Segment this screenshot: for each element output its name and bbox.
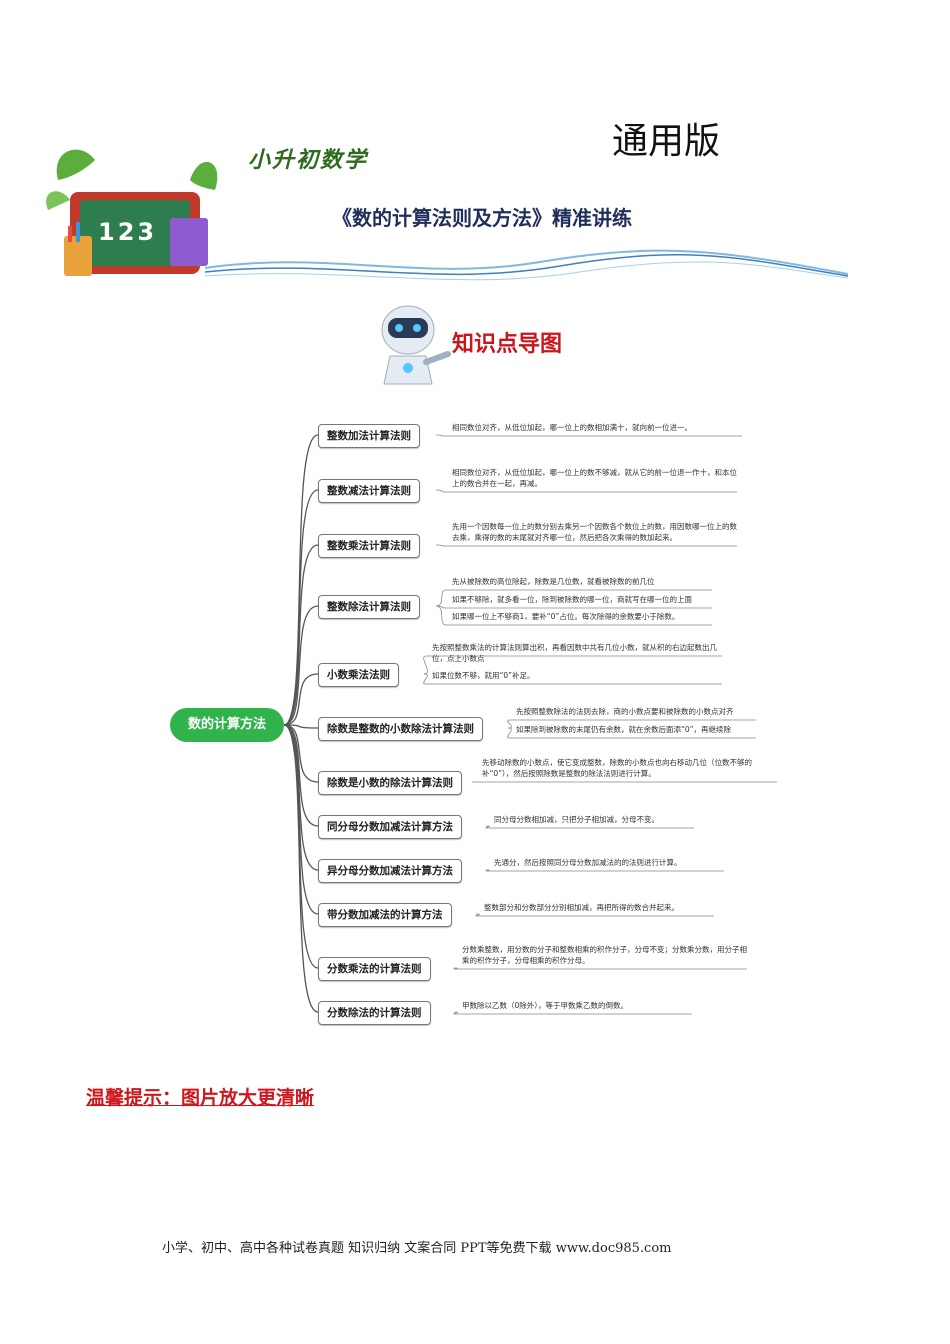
branch-note: 先从被除数的高位除起，除数是几位数，就看被除数的前几位 — [452, 577, 655, 586]
note-connector — [423, 673, 428, 685]
chalkboard-number: 123 — [98, 218, 158, 246]
robot-mascot — [381, 305, 451, 385]
note-connector — [423, 655, 428, 675]
branch-connector — [283, 724, 319, 729]
note-connector — [485, 825, 490, 829]
branch-connector — [283, 724, 319, 871]
note-connector — [435, 605, 447, 626]
branch-node: 分数乘法的计算法则 — [318, 957, 431, 981]
branch-connector — [283, 605, 319, 726]
branch-node: 小数乘法法则 — [318, 663, 399, 687]
note-connector — [435, 589, 447, 607]
branch-note: 分数乘整数，用分数的分子和整数相乘的积作分子，分母不变；分数乘分数，用分子相乘的… — [462, 945, 747, 965]
branch-connector — [283, 673, 319, 726]
branch-connector — [283, 724, 319, 827]
branch-connector — [283, 724, 319, 915]
branch-connector — [283, 724, 319, 783]
branch-node: 带分数加减法的计算方法 — [318, 903, 452, 927]
mindmap-connectors — [283, 434, 777, 1015]
branch-note: 先按照整数除法的法则去除，商的小数点要和被除数的小数点对齐 — [516, 707, 734, 716]
section-title: 知识点导图 — [452, 332, 563, 357]
branch-node: 整数除法计算法则 — [318, 595, 420, 619]
note-connector — [435, 544, 447, 547]
branch-note: 如果位数不够，就用“0”补足。 — [432, 671, 535, 680]
branch-connector — [283, 724, 319, 1013]
branch-note: 整数部分和分数部分分别相加减，再把所得的数合并起来。 — [484, 903, 679, 912]
branch-note: 先按照整数乘法的计算法则算出积，再看因数中共有几位小数，就从积的右边起数出几位，… — [432, 643, 717, 663]
branch-node: 整数乘法计算法则 — [318, 534, 420, 558]
branch-note: 先通分，然后按照同分母分数加减法的的法则进行计算。 — [494, 858, 682, 867]
edition-label: 通用版 — [612, 121, 721, 162]
branch-node: 异分母分数加减法计算方法 — [318, 859, 462, 883]
note-connector — [485, 869, 490, 872]
note-connector — [507, 727, 512, 739]
branch-note: 如果不够除，就多看一位，除到被除数的哪一位，商就写在哪一位的上面 — [452, 595, 692, 604]
branch-note: 先移动除数的小数点，使它变成整数，除数的小数点也向右移动几位（位数不够的补“0”… — [482, 758, 752, 778]
series-title: 小升初数学 — [248, 148, 369, 173]
note-connector — [435, 434, 447, 437]
branch-connector — [283, 489, 319, 726]
branch-note: 甲数除以乙数（0除外），等于甲数乘乙数的倒数。 — [462, 1001, 629, 1010]
branch-note: 如果哪一位上不够商1，要补“0”占位。每次除得的余数要小于除数。 — [452, 612, 680, 621]
branch-node: 除数是小数的除法计算法则 — [318, 771, 462, 795]
branch-node: 分数除法的计算法则 — [318, 1001, 431, 1025]
branch-node: 整数加法计算法则 — [318, 424, 420, 448]
header-wave-decoration — [204, 249, 849, 281]
chalkboard-logo — [46, 149, 218, 276]
branch-node: 整数减法计算法则 — [318, 479, 420, 503]
branch-note: 如果除到被除数的末尾仍有余数，就在余数后面添“0”，再继续除 — [516, 725, 732, 734]
branch-node: 除数是整数的小数除法计算法则 — [318, 717, 483, 741]
branch-note: 相同数位对齐，从低位加起，哪一位上的数相加满十，就向前一位进一。 — [452, 423, 692, 432]
mindmap-root: 数的计算方法 — [170, 708, 284, 742]
branch-note: 同分母分数相加减，只把分子相加减，分母不变。 — [494, 815, 659, 824]
branch-note: 先用一个因数每一位上的数分别去乘另一个因数各个数位上的数，用因数哪一位上的数去乘… — [452, 522, 737, 542]
branch-connector — [283, 544, 319, 726]
page-footer: 小学、初中、高中各种试卷真题 知识归纳 文案合同 PPT等免费下载 www.do… — [162, 1241, 672, 1256]
note-connector — [453, 967, 458, 970]
branch-connector — [283, 434, 319, 726]
note-connector — [475, 913, 480, 917]
note-connector — [507, 719, 512, 729]
note-connector — [453, 1011, 458, 1015]
note-connector — [435, 489, 447, 493]
zoom-tip: 温馨提示：图片放大更清晰 — [86, 1087, 315, 1109]
branch-node: 同分母分数加减法计算方法 — [318, 815, 462, 839]
branch-note: 相同数位对齐，从低位加起，哪一位上的数不够减，就从它的前一位退一作十，和本位上的… — [452, 468, 737, 488]
document-title: 《数的计算法则及方法》精准讲练 — [332, 206, 632, 230]
